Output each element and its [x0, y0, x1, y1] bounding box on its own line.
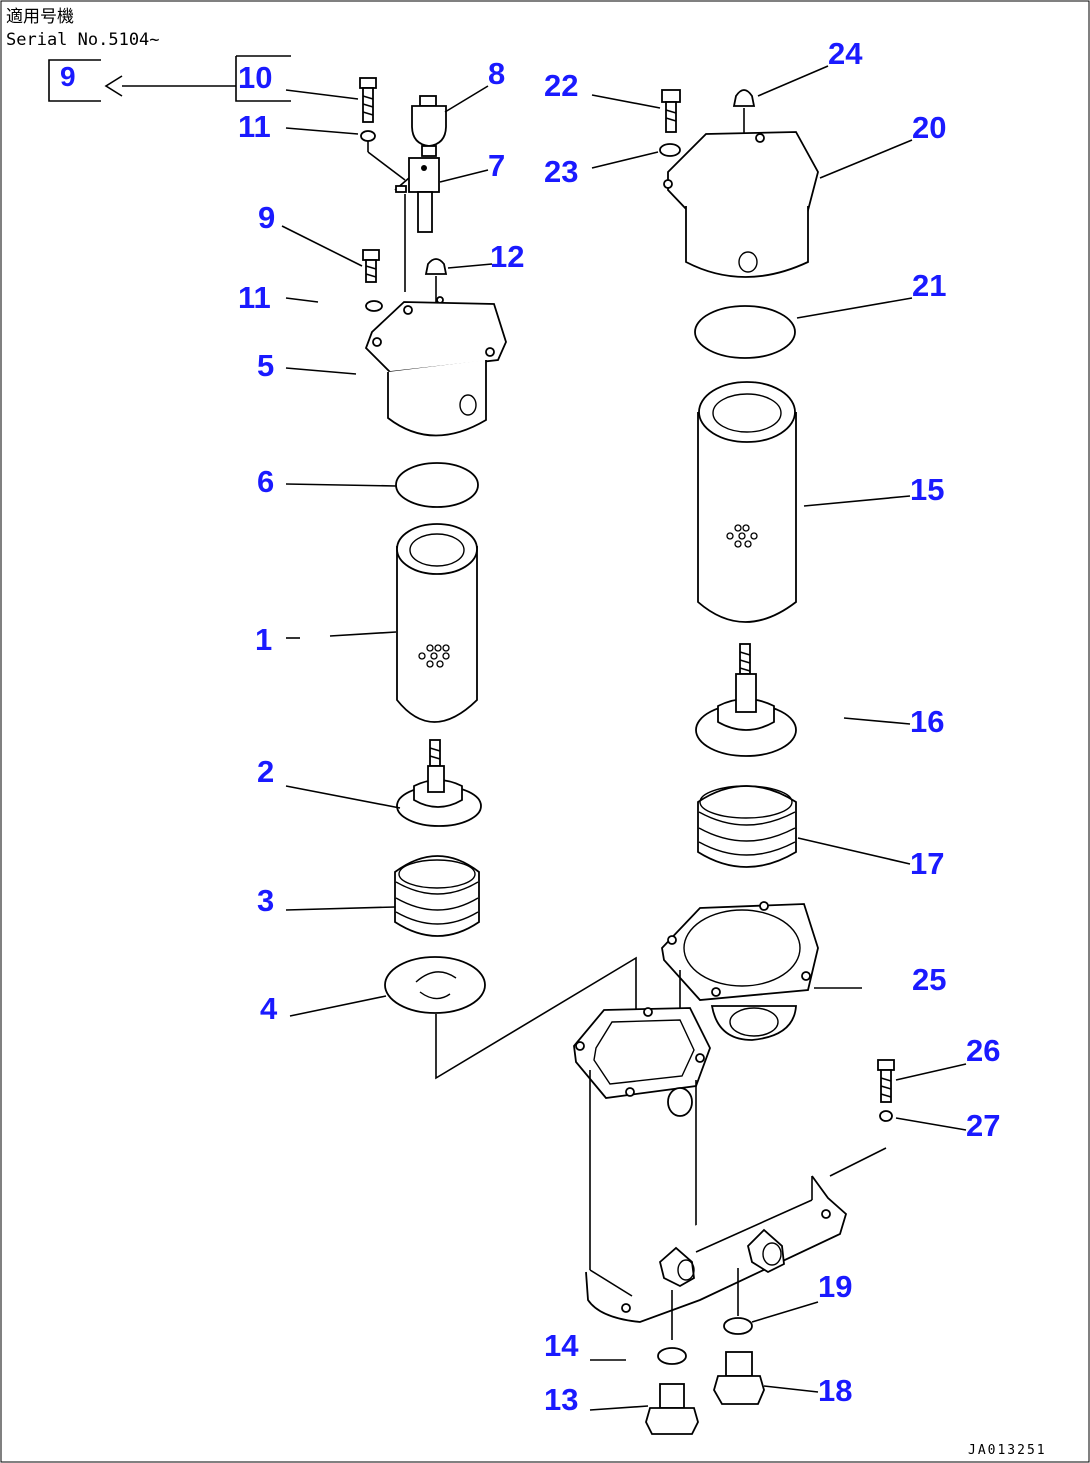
valve-16 — [695, 643, 797, 757]
gasket-19 — [723, 1317, 753, 1335]
bolt-10 — [359, 77, 377, 123]
callout-27: 27 — [966, 1108, 1000, 1143]
callout-11-top: 11 — [238, 109, 271, 144]
callout-6: 6 — [257, 464, 274, 499]
callout-22: 22 — [544, 68, 578, 103]
o-ring-6 — [395, 462, 479, 508]
o-ring-21 — [694, 305, 796, 359]
callout-11-lower: 11 — [238, 280, 271, 315]
case-cap-5 — [364, 301, 507, 437]
callout-1: 1 — [255, 622, 272, 657]
callout-17: 17 — [910, 846, 944, 881]
bracket-7 — [394, 157, 440, 233]
bolt-26 — [877, 1059, 895, 1103]
callout-21: 21 — [912, 268, 946, 303]
right-filter-assembly — [659, 89, 819, 868]
callout-13: 13 — [544, 1382, 578, 1417]
callout-20: 20 — [912, 110, 946, 145]
callout-7: 7 — [488, 148, 505, 183]
callout-18: 18 — [818, 1373, 852, 1408]
filter-body-25 — [573, 901, 848, 1340]
reference-box: 9 — [48, 55, 291, 102]
bolt-9 — [362, 249, 380, 283]
reference-box-label: 9 — [60, 61, 76, 92]
filter-element-1 — [396, 523, 478, 723]
serial-number-label: Serial No.5104~ — [6, 30, 160, 50]
washer-11-top — [360, 130, 376, 142]
callout-9: 9 — [258, 200, 275, 235]
filter-element-15 — [697, 381, 797, 623]
callout-14: 14 — [544, 1328, 579, 1363]
sensor-8 — [411, 95, 447, 157]
callout-10: 10 — [238, 60, 272, 95]
callout-16: 16 — [910, 704, 944, 739]
bolt-22 — [661, 89, 681, 133]
callout-4: 4 — [260, 991, 278, 1026]
callout-26: 26 — [966, 1033, 1000, 1068]
callout-23: 23 — [544, 154, 578, 189]
spring-3 — [394, 855, 480, 937]
callout-19: 19 — [818, 1269, 852, 1304]
washer-27 — [879, 1110, 893, 1122]
valve-2 — [396, 739, 482, 827]
applicable-serial-label: 適用号機 — [6, 7, 74, 27]
callout-25: 25 — [912, 962, 946, 997]
callout-24: 24 — [828, 36, 863, 71]
callout-3: 3 — [257, 883, 274, 918]
washer-23 — [659, 143, 681, 157]
callout-15: 15 — [910, 472, 944, 507]
left-filter-assembly — [359, 77, 637, 1080]
washer-11-lower — [365, 300, 383, 312]
spring-17 — [697, 785, 797, 868]
case-cap-20 — [663, 131, 819, 278]
callout-2: 2 — [257, 754, 274, 789]
callout-12: 12 — [490, 239, 524, 274]
callout-8: 8 — [488, 56, 505, 91]
leader-lines — [281, 65, 967, 1411]
drawing-code: JA013251 — [968, 1443, 1047, 1458]
drain-plug-18 — [713, 1351, 765, 1405]
drain-plug-13 — [645, 1383, 699, 1435]
callout-numbers: 1 2 3 4 5 6 7 8 9 10 11 11 12 13 14 15 1… — [238, 36, 1000, 1417]
callout-5: 5 — [257, 348, 274, 383]
plate-4 — [384, 956, 486, 1014]
gasket-14 — [657, 1347, 687, 1365]
